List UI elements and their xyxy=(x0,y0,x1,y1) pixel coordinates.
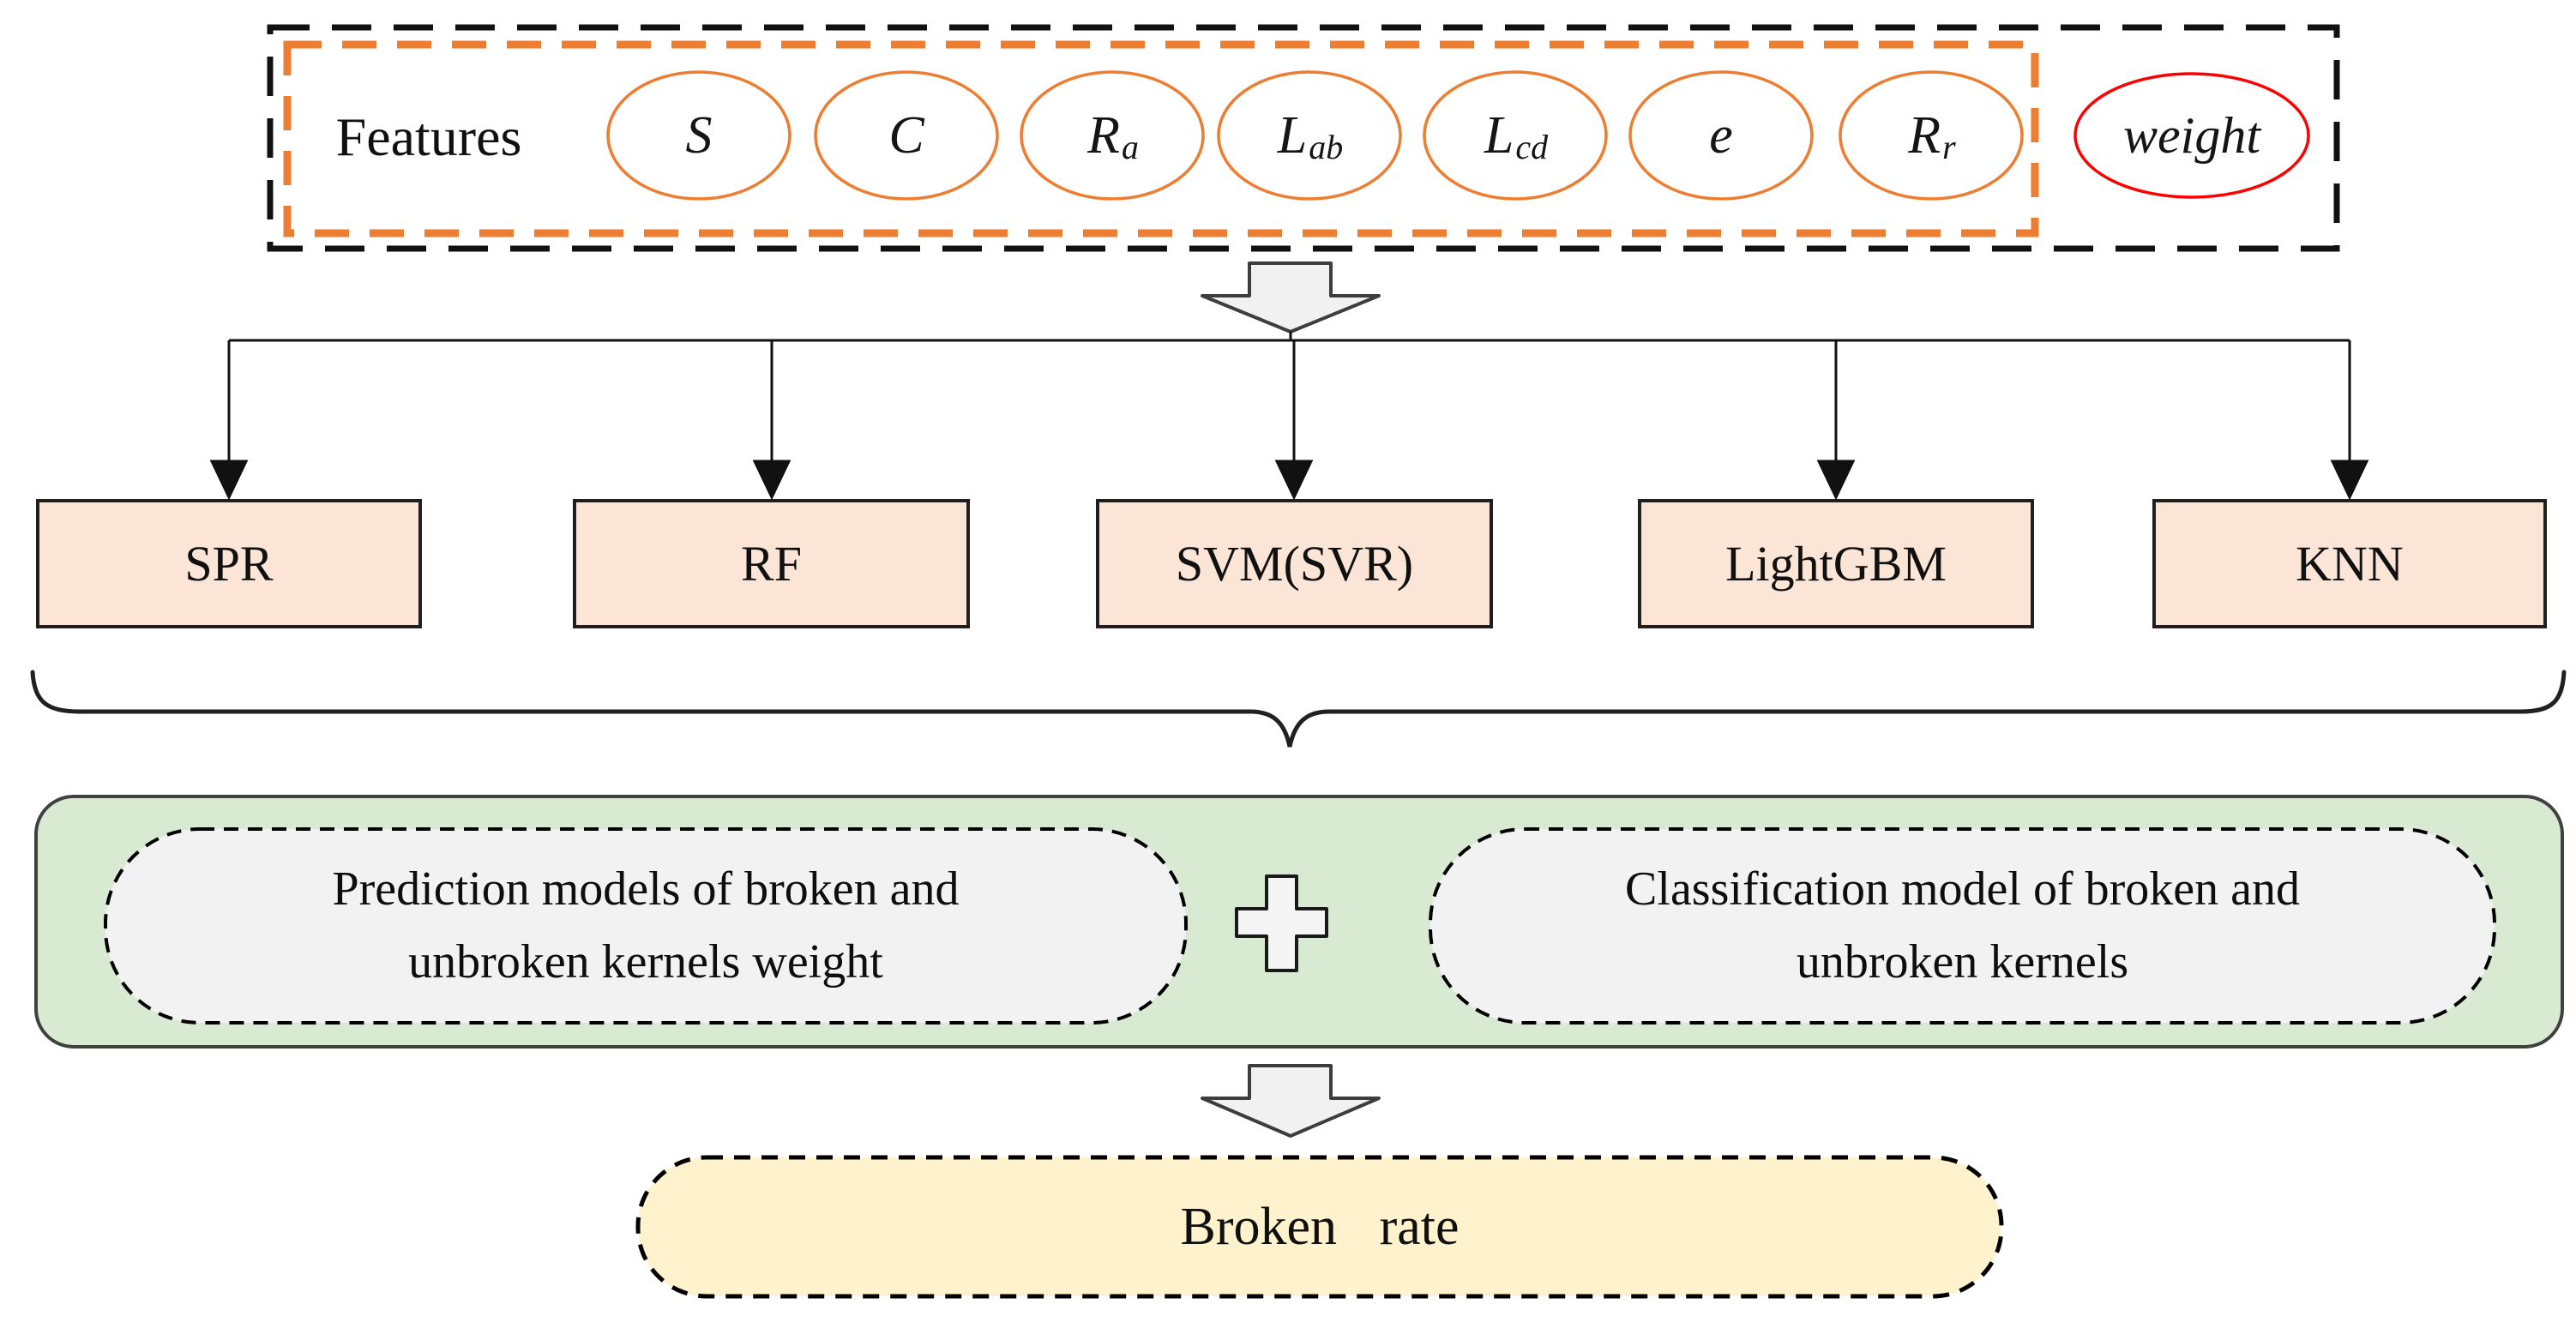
feature-symbol: L xyxy=(1277,105,1308,165)
classification-model-label: Classification model of broken and unbro… xyxy=(1430,829,2495,1023)
model-box-rf: RF xyxy=(573,499,970,628)
features-label: Features xyxy=(335,106,522,167)
classification-model-line2: unbroken kernels xyxy=(1796,935,2129,988)
feature-symbol: R xyxy=(1087,105,1120,165)
prediction-model-label: Prediction models of broken and unbroken… xyxy=(105,829,1186,1023)
feature-ellipse-c: C xyxy=(816,72,997,199)
broken-rate-label: Broken rate xyxy=(1180,1197,1460,1256)
curly-brace xyxy=(30,670,2567,748)
model-box-knn: KNN xyxy=(2152,499,2547,628)
feature-symbol: L xyxy=(1484,105,1514,165)
classification-model-line1: Classification model of broken and xyxy=(1625,862,2300,916)
feature-symbol: e xyxy=(1709,105,1733,165)
weight-ellipse-label: weight xyxy=(2123,106,2260,164)
feature-ellipse-s: S xyxy=(608,72,790,199)
block-arrow-down-icon xyxy=(1201,261,1381,334)
feature-symbol: C xyxy=(888,105,924,165)
model-box-spr: SPR xyxy=(36,499,422,628)
model-box-svm: SVM(SVR) xyxy=(1096,499,1493,628)
prediction-model-line2: unbroken kernels weight xyxy=(408,935,883,988)
model-box-lightgbm: LightGBM xyxy=(1638,499,2034,628)
feature-symbol: R xyxy=(1908,105,1941,165)
feature-symbol: S xyxy=(685,105,713,165)
connector-arrows xyxy=(209,340,2369,501)
feature-ellipse-e: e xyxy=(1630,72,1812,199)
prediction-model-line1: Prediction models of broken and xyxy=(332,862,960,916)
block-arrow-down-icon xyxy=(1201,1064,1381,1138)
